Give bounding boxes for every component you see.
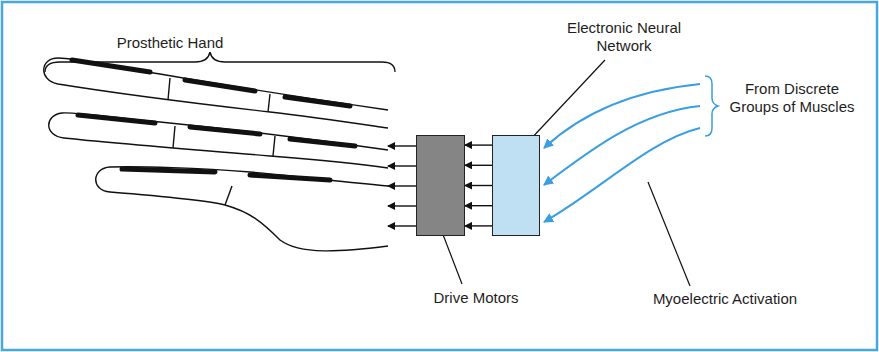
- node-label: Electronic Neural Network: [549, 19, 699, 55]
- signal-arrow: [465, 144, 492, 145]
- myoelectric-arrows: [544, 84, 700, 222]
- bracket: [705, 76, 718, 136]
- signal-arrow: [465, 225, 492, 226]
- leader-lines: [442, 60, 690, 286]
- finger-pads: [72, 60, 355, 180]
- signal-arrow: [465, 205, 492, 206]
- bracket: [45, 52, 395, 72]
- part-label: Prosthetic Hand: [100, 34, 240, 52]
- node-label: Drive Motors: [421, 289, 531, 307]
- motor-box: Drive Motors: [416, 135, 465, 236]
- signal-arrow: [465, 185, 492, 186]
- signal-arrow: [465, 165, 492, 166]
- hand-drawing: [44, 58, 388, 251]
- network-box: Electronic Neural Network: [492, 135, 540, 236]
- signal-label: Myoelectric Activation: [630, 290, 820, 308]
- group-label: From Discrete Groups of Muscles: [722, 80, 862, 116]
- motor-arrows: [388, 146, 416, 226]
